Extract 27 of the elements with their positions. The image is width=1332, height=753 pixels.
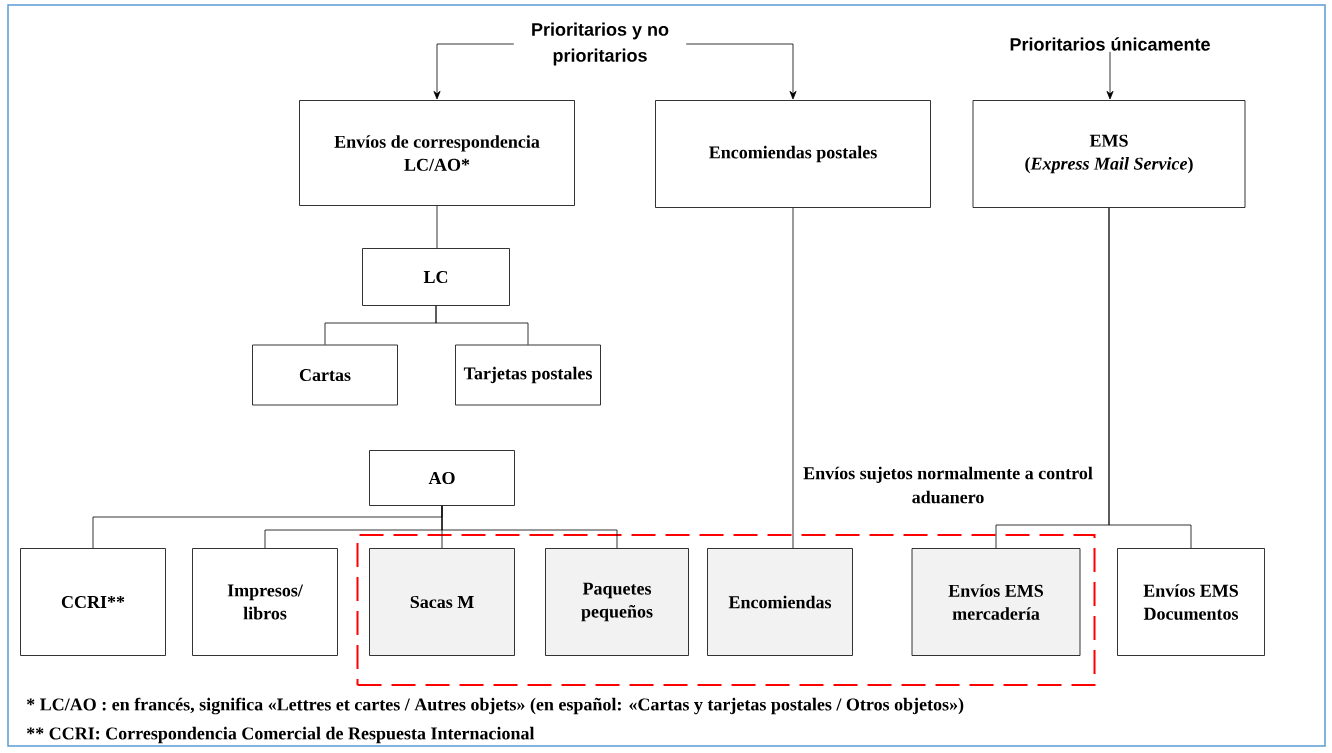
- footnote: * LC/AO : en francés, significa «Lettres et cartes / Autres objets» (en español: «Cartas y tarjetas postales / Otros objetos»): [26, 697, 964, 715]
- category-box: Cartas: [252, 344, 398, 406]
- category-box: Encomiendas postales: [655, 100, 931, 208]
- category-box: Envíos EMS mercadería: [911, 548, 1081, 656]
- category-box: LC: [362, 248, 510, 306]
- connector: [792, 207, 794, 549]
- category-box: Paquetes pequeños: [545, 548, 689, 656]
- connector: [436, 205, 438, 249]
- category-box: AO: [369, 450, 515, 506]
- connector: [441, 505, 618, 549]
- category-box: Envíos de correspondencia LC/AO*: [299, 100, 575, 206]
- connector: [1106, 51, 1114, 100]
- category-box: Encomiendas: [707, 548, 853, 656]
- footnote: ** CCRI: Correspondencia Comercial de Respuesta Internacional: [26, 726, 535, 744]
- connector: [433, 43, 515, 100]
- connector: [435, 305, 529, 345]
- connector: [685, 43, 797, 100]
- category-box: Impresos/ libros: [192, 548, 338, 656]
- heading: Prioritarios y no prioritarios: [532, 22, 669, 66]
- category-box: Sacas M: [369, 548, 515, 656]
- region-caption: Envíos sujetos normalmente a control aduanero: [803, 466, 1093, 504]
- connector: [1108, 207, 1192, 549]
- category-box: Tarjetas postales: [455, 344, 601, 406]
- heading: Prioritarios únicamente: [1010, 37, 1210, 51]
- category-box: EMS (Express Mail Service): [972, 100, 1246, 208]
- category-box: CCRI**: [20, 548, 166, 656]
- category-box: Envíos EMS Documentos: [1117, 548, 1265, 656]
